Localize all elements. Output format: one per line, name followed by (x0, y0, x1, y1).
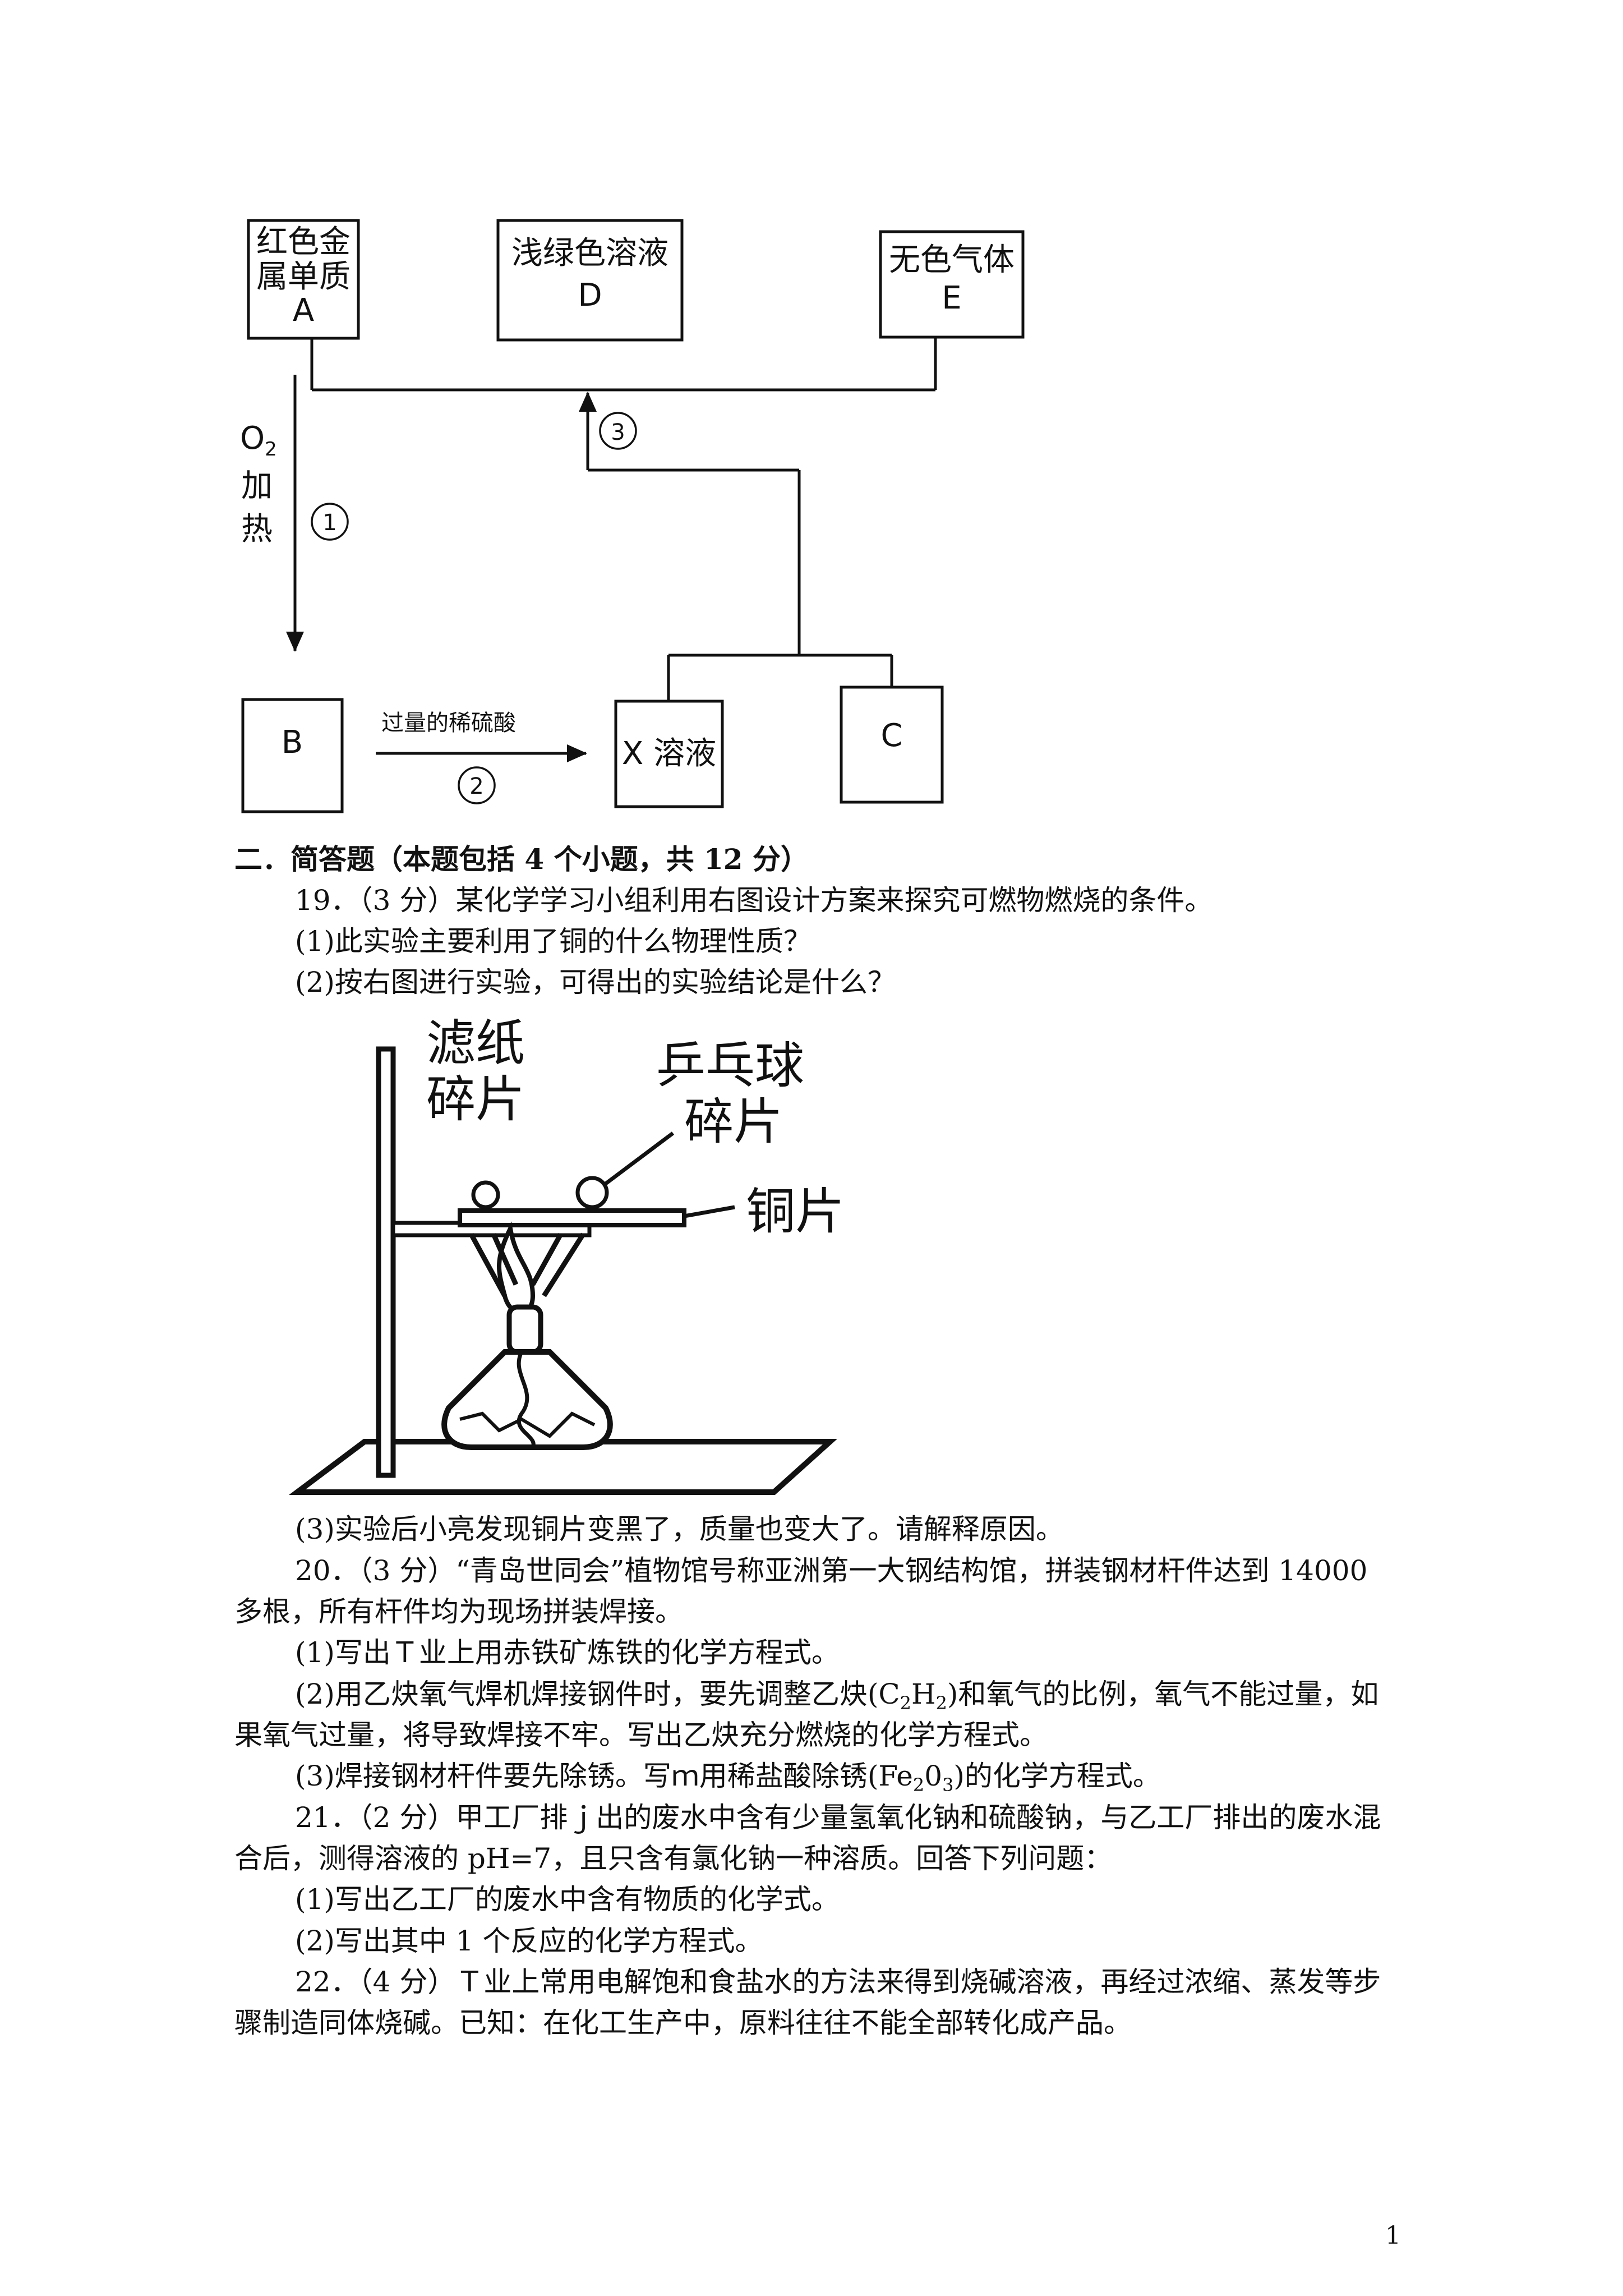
box-a-letter: A (293, 292, 314, 329)
q20-part3: (3)焊接钢材杆件要先除锈。写ｍ用稀盐酸除锈(Fe203)的化学方程式。 (295, 1759, 1161, 1802)
page-number: 1 (1385, 2221, 1401, 2250)
flame (497, 1221, 536, 1315)
box-x (614, 700, 724, 808)
combustion-apparatus-figure: 滤纸 碎片 乒乓球 碎片 铜片 (289, 1014, 845, 1495)
q20-p3-sub1: 2 (912, 1774, 925, 1796)
pingpong-pointer (604, 1131, 675, 1185)
q20-p3a: (3)焊接钢材杆件要先除锈。写ｍ用稀盐酸除锈(Fe (295, 1760, 913, 1792)
box-e (879, 230, 1025, 339)
q20-part2-line1: (2)用乙炔氧气焊机焊接钢件时，要先调整乙炔(C2H2)和氧气的比例，氧气不能过… (295, 1677, 1378, 1720)
step3-num: 3 (611, 420, 625, 445)
box-c (840, 685, 944, 804)
q20-stem-line1: 20．（3 分）“青岛世同会”植物馆号称亚洲第一大钢结构馆，拼装钢材杆件达到 1… (295, 1554, 1368, 1587)
step3-circle (599, 412, 637, 450)
q19-part3: (3)实验后小亮发现铜片变黑了，质量也变大了。请解释原因。 (295, 1513, 1064, 1545)
copper-plate (458, 1208, 686, 1227)
box-b-letter: B (282, 724, 303, 761)
pingpong-piece (575, 1176, 609, 1209)
lamp-wick (517, 1351, 536, 1448)
q20-part1: (1)写出Ｔ业上用赤铁矿炼铁的化学方程式。 (295, 1636, 840, 1669)
q22-stem-line1: 22．（4 分）Ｔ业上常用电解饱和食盐水的方法来得到烧碱溶液，再经过浓缩、蒸发等… (295, 1966, 1381, 1998)
step1-num: 1 (322, 510, 336, 536)
box-e-letter: E (942, 280, 961, 316)
label-pingpong-1: 乒乓球 (656, 1037, 804, 1094)
box-b (241, 698, 344, 813)
q21-part1: (1)写出乙工厂的废水中含有物质的化学式。 (295, 1883, 840, 1916)
box-d (496, 219, 684, 342)
q22-stem-line2: 骤制造同体烧碱。已知：在化工生产中，原料往往不能全部转化成产品。 (234, 2007, 1132, 2039)
q21-stem-line2: 合后，测得溶液的 pH=7，且只含有氯化钠一种溶质。回答下列问题： (234, 1842, 1113, 1875)
lamp-neck (506, 1304, 543, 1355)
box-c-letter: C (880, 717, 902, 754)
q20-p2-sub2: 2 (935, 1692, 947, 1714)
section2-heading: 二．简答题（本题包括 4 个小题，共 12 分） (234, 843, 809, 876)
box-e-line1: 无色气体 (889, 242, 1015, 278)
step2-circle (458, 766, 496, 804)
box-d-line1: 浅绿色溶液 (511, 235, 668, 272)
q21-stem-line1: 21．（2 分）甲工厂排ｊ出的废水中含有少量氢氧化钠和硫酸钠，与乙工厂排出的废水… (295, 1801, 1381, 1834)
box-a-line2: 属单质 (256, 259, 351, 295)
q20-p3b: 0 (924, 1760, 943, 1792)
step1-circle (311, 503, 349, 541)
step2-num: 2 (469, 774, 483, 799)
box-x-label: X 溶液 (622, 735, 716, 772)
q19-part2: (2)按右图进行实验，可得出的实验结论是什么？ (295, 966, 896, 999)
q20-p2c: )和氧气的比例，氧气不能过量，如 (947, 1678, 1379, 1710)
tripod-legs (469, 1232, 585, 1297)
q20-stem-line2: 多根，所有杆件均为现场拼装焊接。 (234, 1595, 683, 1628)
reaction-flow-diagram: 红色金 属单质 A 浅绿色溶液 D 无色气体 E 3 O2 加 热 1 (240, 219, 1025, 813)
q21-part2: (2)写出其中 1 个反应的化学方程式。 (295, 1925, 763, 1957)
label-pingpong-2: 碎片 (684, 1093, 783, 1151)
stand-rod (376, 1046, 396, 1478)
q20-p3c: )的化学方程式。 (953, 1760, 1161, 1792)
step1-heat1: 加 (241, 468, 273, 504)
copper-pointer (684, 1205, 735, 1218)
box-a-line1: 红色金 (256, 224, 351, 260)
q20-p2-sub1: 2 (900, 1692, 911, 1714)
q20-p2a: (2)用乙炔氧气焊机焊接钢件时，要先调整乙炔(C (295, 1678, 900, 1710)
label-copper: 铜片 (746, 1182, 845, 1240)
box-d-letter: D (578, 277, 602, 314)
box-a (247, 219, 360, 340)
lamp-liquid (459, 1411, 596, 1438)
q20-p3-sub2: 3 (942, 1774, 954, 1796)
label-filter-paper-2: 碎片 (426, 1070, 525, 1128)
step2-reagent: 过量的稀硫酸 (381, 710, 516, 736)
label-filter-paper-1: 滤纸 (426, 1014, 525, 1072)
q19-part1: (1)此实验主要利用了铜的什么物理性质？ (295, 925, 811, 958)
stand-base (289, 1439, 838, 1495)
step1-o2: O2 (240, 420, 277, 461)
q20-p2b: H (911, 1678, 936, 1710)
step1-heat2: 热 (241, 511, 273, 547)
filter-paper-piece (471, 1180, 500, 1209)
q20-part2-line2: 果氧气过量，将导致焊接不牢。写出乙炔充分燃烧的化学方程式。 (234, 1719, 1048, 1751)
q19-stem: 19．（3 分）某化学学习小组利用右图设计方案来探究可燃物燃烧的条件。 (295, 884, 1213, 917)
